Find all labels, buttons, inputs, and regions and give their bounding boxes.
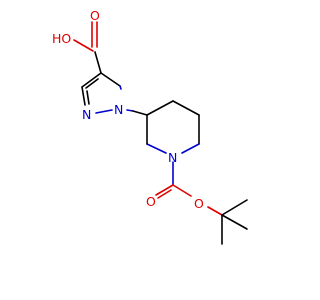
bond-pip-c4-c5 bbox=[172, 100, 200, 116]
atom-label-piperidine-n: N bbox=[168, 150, 177, 165]
bond-carbonyl-o-a bbox=[155, 184, 174, 196]
bond-pip-n-c2 bbox=[146, 143, 167, 154]
bond-c4-c3-a bbox=[81, 72, 102, 88]
bond-c5-n1 bbox=[119, 85, 122, 90]
bond-carbonyl-oester bbox=[172, 184, 192, 197]
bond-c-oh bbox=[73, 39, 94, 52]
bond-ctert-methyl-right bbox=[221, 214, 248, 230]
atom-label-ester-oxygen: O bbox=[194, 196, 204, 211]
bond-c4-c5 bbox=[100, 72, 121, 87]
bond-carbonyl-o-b bbox=[157, 189, 172, 199]
molecule-structure-diagram: HO O N N N O O bbox=[52, 8, 248, 245]
atom-label-hydroxyl: HO bbox=[52, 31, 71, 46]
bond-n1-piperidine-b bbox=[132, 110, 148, 116]
bond-c3-n2-a bbox=[81, 86, 86, 106]
bond-n1-piperidine bbox=[126, 109, 134, 112]
bond-oester-ctert bbox=[207, 206, 223, 216]
atom-label-pyrazole-n1: N bbox=[114, 102, 123, 117]
bond-pip-c6-n bbox=[181, 143, 200, 154]
bond-c3-n2-b bbox=[86, 90, 90, 105]
atom-label-carbonyl-oxygen-top: O bbox=[90, 8, 100, 23]
bond-cooh-c4 bbox=[94, 51, 102, 74]
bond-ctert-methyl-top bbox=[221, 199, 248, 216]
bond-pip-c3-c4 bbox=[146, 100, 174, 116]
atom-label-carbonyl-oxygen-bottom: O bbox=[146, 194, 156, 209]
bond-c4-c3-b bbox=[85, 78, 99, 89]
bond-n2-n1 bbox=[95, 109, 113, 114]
atom-label-pyrazole-n2: N bbox=[82, 107, 91, 122]
